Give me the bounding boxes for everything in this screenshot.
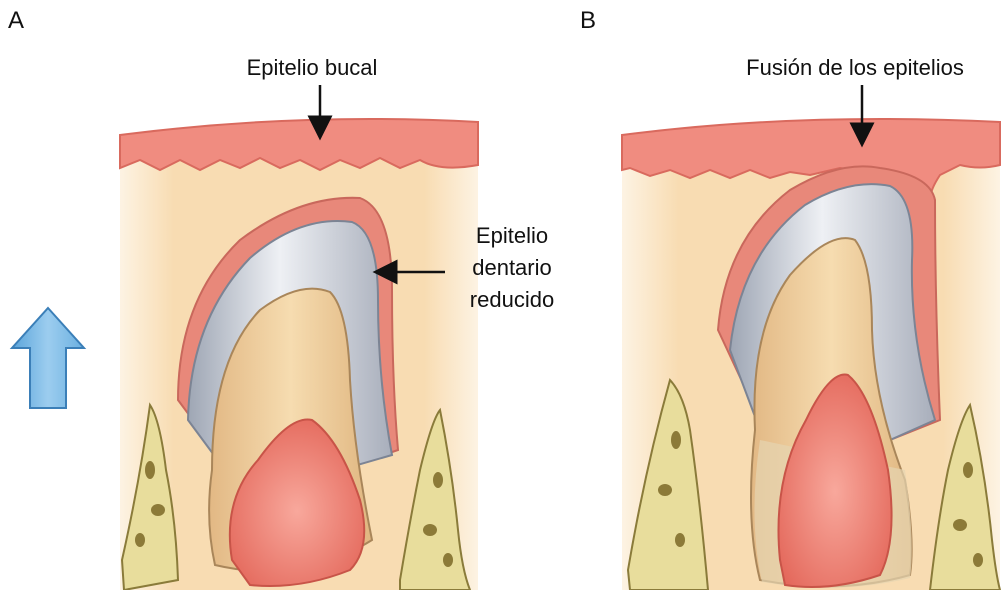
bone-marrow-space <box>145 461 155 479</box>
label-reduced-epithelium-line3: reducido <box>470 287 554 312</box>
bone-marrow-space <box>443 553 453 567</box>
label-reduced-epithelium-line1: Epitelio <box>476 223 548 248</box>
bone-marrow-space <box>973 553 983 567</box>
bone-marrow-space <box>953 519 967 531</box>
bone-marrow-space <box>151 504 165 516</box>
bone-marrow-space <box>433 472 443 488</box>
bone-marrow-space <box>135 533 145 547</box>
eruption-arrow-icon <box>12 308 84 408</box>
bone-marrow-space <box>675 533 685 547</box>
bone-marrow-space <box>671 431 681 449</box>
panel-a-letter: A <box>8 7 24 34</box>
panel-b: B Fusión de los epitelios <box>580 7 1000 590</box>
panel-b-letter: B <box>580 7 596 34</box>
bone-marrow-space <box>658 484 672 496</box>
bone-marrow-space <box>423 524 437 536</box>
label-reduced-epithelium-line2: dentario <box>472 255 552 280</box>
panel-a: A Epitelio bucal Epitelio dentario reduc… <box>8 7 554 590</box>
bone-marrow-space <box>963 462 973 478</box>
label-oral-epithelium: Epitelio bucal <box>247 55 378 80</box>
label-epithelial-fusion: Fusión de los epitelios <box>746 55 964 80</box>
